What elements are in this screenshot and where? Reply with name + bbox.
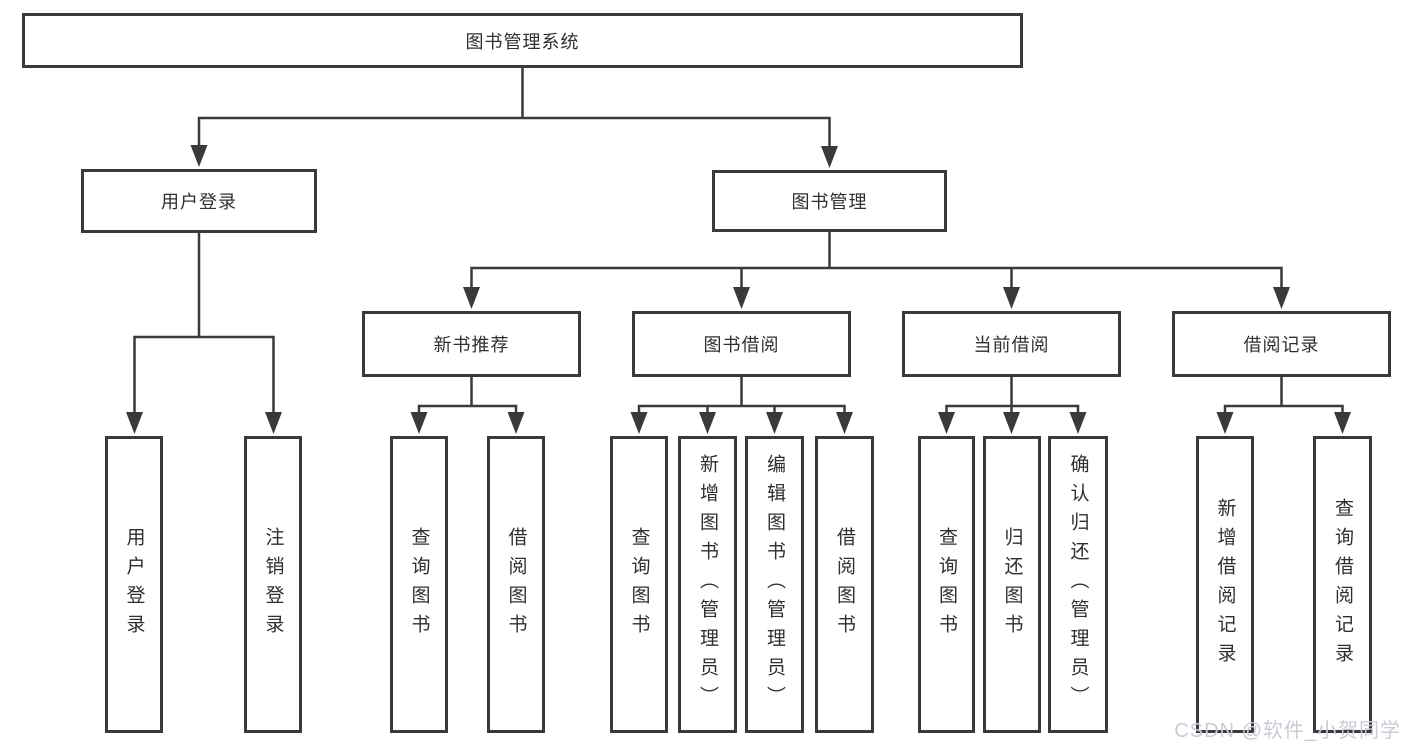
leaf-records-add-borrow-record: 新增借阅记录 — [1196, 436, 1254, 733]
node-new-book-recommend: 新书推荐 — [362, 311, 581, 377]
arrowhead — [766, 412, 783, 434]
leaf-current-confirm-return-admin: 确认归还（管理员） — [1048, 436, 1108, 733]
arrowhead — [1003, 287, 1020, 309]
leaf-current-return-books: 归还图书 — [983, 436, 1041, 733]
node-root: 图书管理系统 — [22, 13, 1023, 68]
arrowhead — [463, 287, 480, 309]
leaf-borrow-query-books: 查询图书 — [610, 436, 668, 733]
leaf-records-query-borrow-record: 查询借阅记录 — [1313, 436, 1372, 733]
leaf-borrow-borrow-books: 借阅图书 — [815, 436, 874, 733]
leaf-borrow-edit-books-admin: 编辑图书（管理员） — [745, 436, 804, 733]
leaf-user-login: 用户登录 — [105, 436, 163, 733]
arrowhead — [836, 412, 853, 434]
arrowhead — [1003, 412, 1020, 434]
leaf-recommend-query-books: 查询图书 — [390, 436, 448, 733]
leaf-logout-login: 注销登录 — [244, 436, 302, 733]
node-user-login: 用户登录 — [81, 169, 317, 233]
leaf-borrow-add-books-admin: 新增图书（管理员） — [678, 436, 737, 733]
node-current-borrow: 当前借阅 — [902, 311, 1121, 377]
node-book-management: 图书管理 — [712, 170, 947, 232]
arrowhead — [1273, 287, 1290, 309]
leaf-current-query-books: 查询图书 — [918, 436, 975, 733]
arrowhead — [1069, 412, 1087, 434]
arrowhead — [126, 412, 143, 434]
arrowhead — [507, 412, 525, 434]
csdn-watermark: CSDN @软件_小贺同学 — [1174, 720, 1401, 742]
arrowhead — [733, 287, 750, 309]
leaf-recommend-borrow-books: 借阅图书 — [487, 436, 545, 733]
arrowhead — [699, 412, 716, 434]
arrowhead — [821, 146, 838, 168]
arrowhead — [630, 412, 648, 434]
arrowhead — [265, 412, 282, 434]
arrowhead — [1334, 412, 1351, 434]
arrowhead — [1216, 412, 1234, 434]
arrowhead — [190, 145, 208, 167]
arrowhead — [410, 412, 428, 434]
node-book-borrow: 图书借阅 — [632, 311, 851, 377]
node-borrow-records: 借阅记录 — [1172, 311, 1391, 377]
arrowhead — [938, 412, 955, 434]
